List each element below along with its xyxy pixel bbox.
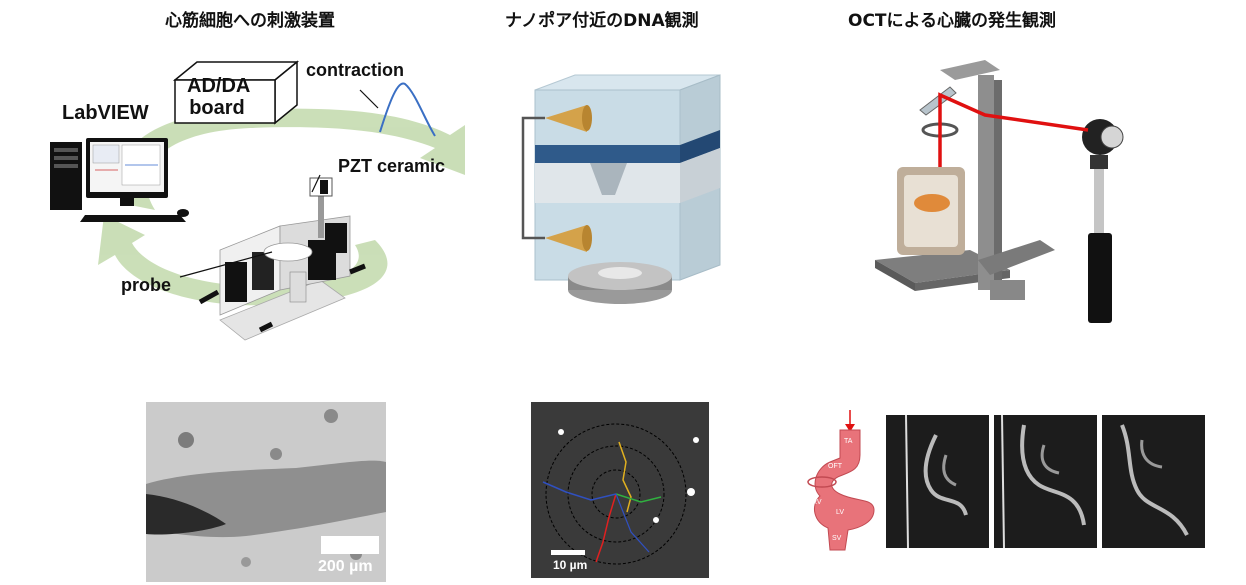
heart-schematic: TA OFT RA LA RV LV SV — [807, 410, 875, 551]
heart-label-ta: TA — [844, 438, 853, 445]
cell-micrograph: 200 µm — [146, 402, 386, 582]
oct-frame-1 — [886, 415, 989, 548]
computer-icon — [50, 138, 189, 222]
contraction-curve — [379, 82, 436, 137]
nanopore-diagram — [521, 74, 721, 304]
heart-label-sv: SV — [832, 535, 842, 542]
heart-label-oft: OFT — [828, 463, 843, 470]
labview-label: LabVIEW — [62, 102, 149, 124]
dna-fluorescence-image: 10 µm — [531, 402, 709, 578]
dna-scale-label: 10 µm — [553, 558, 588, 572]
heart-label-la: LA — [854, 489, 863, 496]
pzt-label: PZT ceramic — [338, 156, 446, 176]
heart-label-lv: LV — [836, 509, 844, 516]
title-nanopore-dna: ナノポア付近のDNA観測 — [505, 11, 699, 31]
board-label: AD/DA board — [187, 75, 251, 119]
oct-diagram — [875, 60, 1124, 323]
title-stimulation-device: 心筋細胞への刺激装置 — [165, 11, 335, 31]
stimulation-diagram — [50, 60, 466, 341]
cell-scale-label: 200 µm — [318, 558, 373, 575]
pzt-stage-icon — [198, 177, 366, 341]
title-oct-heart: OCTによる心臓の発生観測 — [848, 11, 1057, 31]
heart-label-rv: RV — [812, 499, 822, 506]
board-box — [172, 60, 300, 125]
oct-frame-3 — [1102, 415, 1205, 548]
oct-frame-2 — [994, 415, 1097, 548]
heart-label-ra: RA — [838, 487, 848, 494]
contraction-label: contraction — [306, 60, 405, 80]
probe-label: probe — [121, 275, 172, 295]
